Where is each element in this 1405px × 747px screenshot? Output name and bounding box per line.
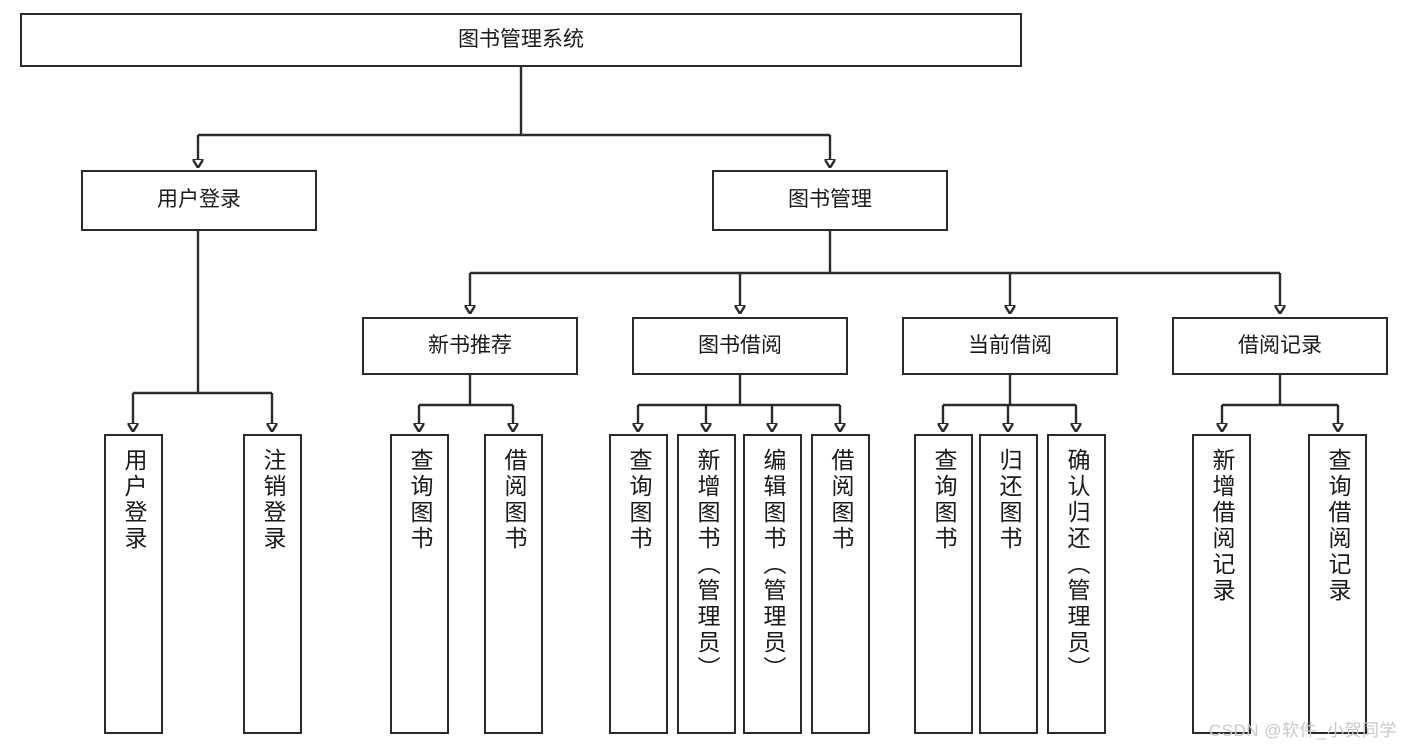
node-leaf-edit-book[interactable]: 编辑图书（管理员）	[743, 434, 802, 734]
node-label: 图书管理系统	[458, 27, 584, 51]
node-label: 查询图书	[407, 448, 433, 552]
node-label: 借阅图书	[828, 448, 854, 552]
node-label: 查询图书	[931, 448, 957, 552]
node-label: 新书推荐	[428, 333, 512, 357]
node-root-system[interactable]: 图书管理系统	[20, 13, 1022, 67]
node-leaf-add-book[interactable]: 新增图书（管理员）	[677, 434, 736, 734]
node-borrow-record[interactable]: 借阅记录	[1172, 317, 1388, 375]
node-label: 查询图书	[626, 448, 652, 552]
node-leaf-query-book-1[interactable]: 查询图书	[390, 434, 449, 734]
node-leaf-user-login[interactable]: 用户登录	[104, 434, 163, 734]
node-current-borrow[interactable]: 当前借阅	[902, 317, 1118, 375]
node-leaf-query-book-2[interactable]: 查询图书	[609, 434, 668, 734]
node-leaf-logout-login[interactable]: 注销登录	[243, 434, 302, 734]
node-leaf-borrow-book-1[interactable]: 借阅图书	[484, 434, 543, 734]
node-label: 新增图书（管理员）	[694, 448, 720, 682]
node-leaf-query-record[interactable]: 查询借阅记录	[1308, 434, 1367, 734]
node-user-login[interactable]: 用户登录	[81, 170, 317, 231]
node-new-book-recommend[interactable]: 新书推荐	[362, 317, 578, 375]
node-label: 用户登录	[121, 448, 147, 552]
node-label: 注销登录	[260, 448, 286, 552]
node-leaf-return-book[interactable]: 归还图书	[979, 434, 1038, 734]
node-label: 编辑图书（管理员）	[760, 448, 786, 682]
node-label: 新增借阅记录	[1209, 448, 1235, 604]
node-book-manage[interactable]: 图书管理	[712, 170, 948, 231]
node-leaf-borrow-book-2[interactable]: 借阅图书	[811, 434, 870, 734]
node-leaf-add-record[interactable]: 新增借阅记录	[1192, 434, 1251, 734]
csdn-watermark: CSDN @软件_小贺同学	[1208, 721, 1397, 740]
node-label: 借阅图书	[501, 448, 527, 552]
node-label: 查询借阅记录	[1325, 448, 1351, 604]
node-label: 归还图书	[996, 448, 1022, 552]
node-leaf-confirm-return[interactable]: 确认归还（管理员）	[1047, 434, 1106, 734]
node-label: 用户登录	[157, 188, 241, 212]
node-label: 确认归还（管理员）	[1064, 448, 1090, 682]
node-book-borrow[interactable]: 图书借阅	[632, 317, 848, 375]
node-label: 图书借阅	[698, 333, 782, 357]
node-leaf-query-book-3[interactable]: 查询图书	[914, 434, 973, 734]
node-label: 借阅记录	[1238, 333, 1322, 357]
node-label: 当前借阅	[968, 333, 1052, 357]
node-label: 图书管理	[788, 188, 872, 212]
